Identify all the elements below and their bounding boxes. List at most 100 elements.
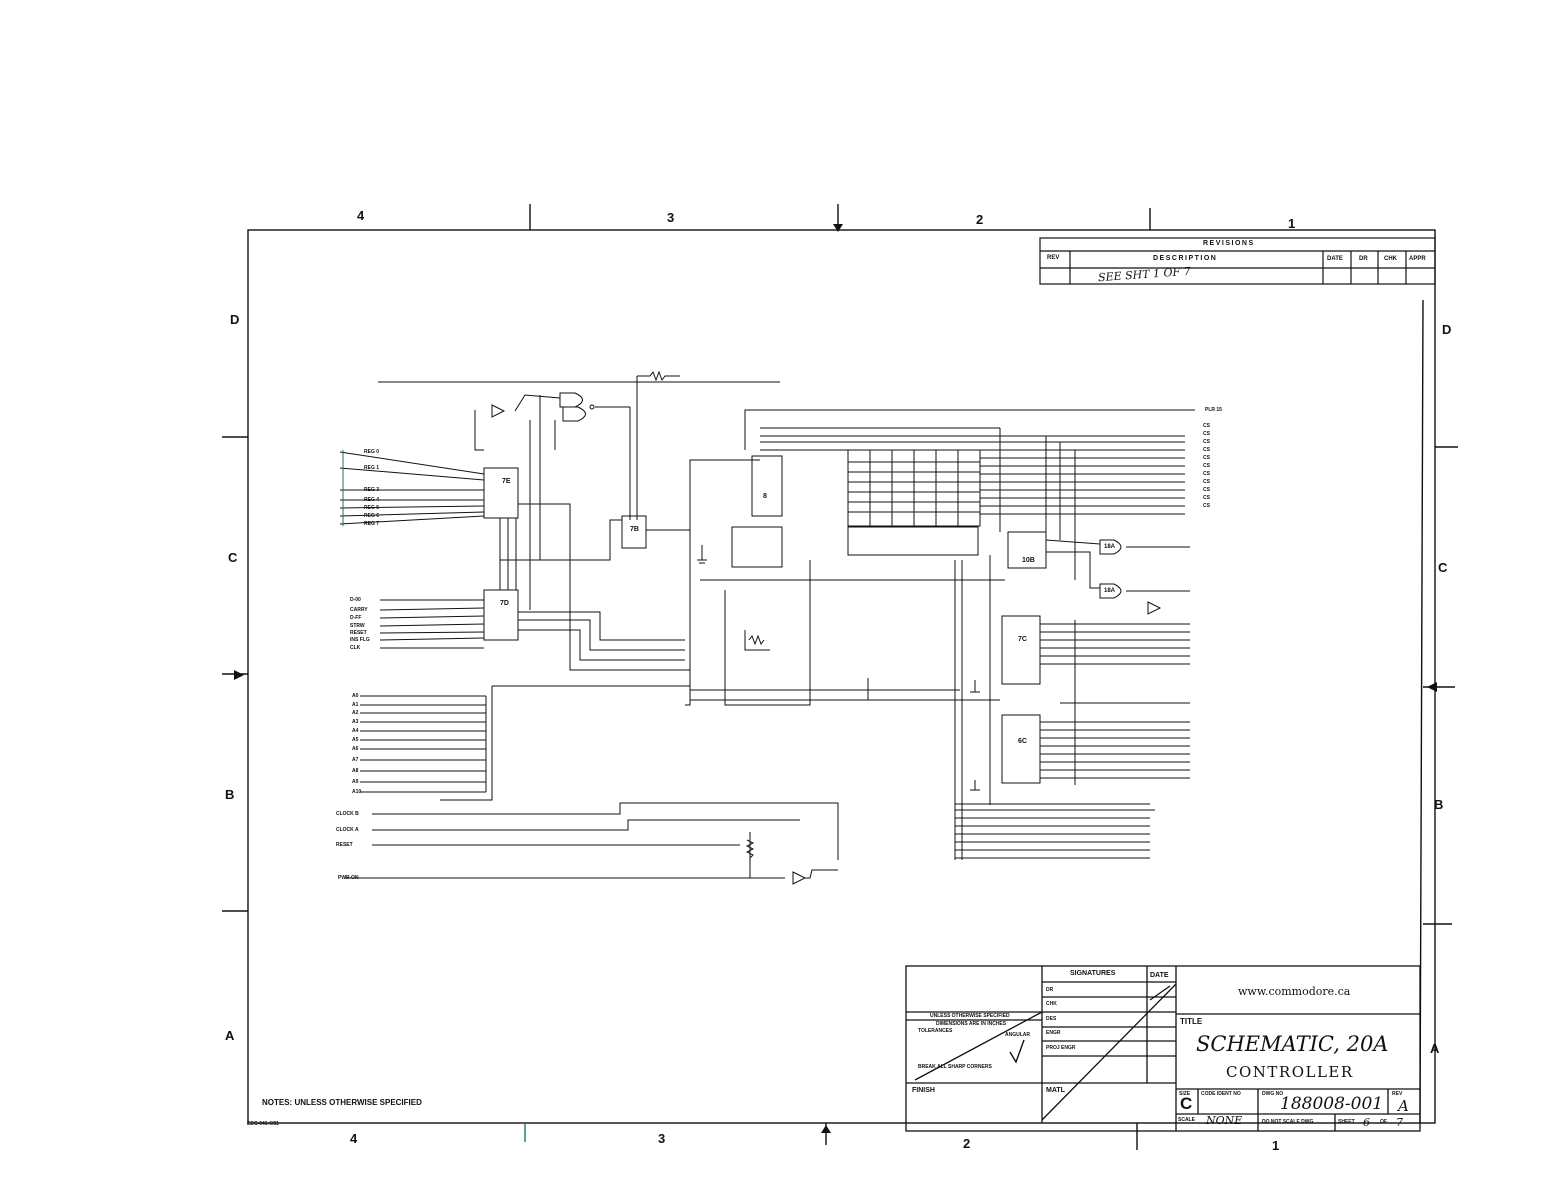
- address-a7: A7: [352, 757, 359, 763]
- notes-text: NOTES: UNLESS OTHERWISE SPECIFIED: [262, 1098, 422, 1107]
- signal-reset: RESET: [350, 630, 367, 636]
- signal-reg-4: REG 4: [364, 497, 380, 503]
- chip-7c: 7C: [1018, 636, 1027, 643]
- output-cs-6: CS: [1203, 463, 1210, 469]
- dwg-no-label: DWG NO: [1262, 1091, 1284, 1097]
- rev-col-chk: CHK: [1384, 256, 1397, 262]
- sheet-total: 7: [1396, 1116, 1403, 1129]
- date-label: DATE: [1150, 972, 1169, 979]
- signal-reg-3: REG 3: [364, 487, 380, 493]
- chip-7b: 7B: [630, 526, 639, 533]
- output-cs-2: CS: [1203, 431, 1210, 437]
- drawing-title-line2: CONTROLLER: [1226, 1063, 1354, 1081]
- sig-row-dr: DR: [1046, 987, 1054, 993]
- rev-label: REV: [1392, 1091, 1403, 1097]
- output-cs-4: CS: [1203, 447, 1210, 453]
- zone-left-c: C: [228, 550, 238, 565]
- zone-left-b: B: [225, 787, 235, 802]
- drawing-title-line1: SCHEMATIC, 20A: [1196, 1032, 1389, 1056]
- rev-col-appr: APPR: [1409, 256, 1426, 262]
- signal-ins-flg: INS FLG: [350, 637, 370, 643]
- signal-reg-1: REG 1: [364, 465, 380, 471]
- signal-strw: STRW: [350, 623, 365, 629]
- of-label: OF: [1380, 1119, 1387, 1125]
- rev-col-date: DATE: [1327, 256, 1343, 262]
- address-a9: A9: [352, 779, 359, 785]
- angular-label: ANGULAR: [1005, 1032, 1030, 1038]
- signal-d-ff: D-FF: [350, 615, 362, 621]
- size-value: C: [1180, 1094, 1193, 1113]
- output-cs-8: CS: [1203, 479, 1210, 485]
- address-a2: A2: [352, 710, 359, 716]
- zone-right-b: B: [1434, 797, 1444, 812]
- zone-right-a: A: [1430, 1041, 1440, 1056]
- sig-row-des: DES: [1046, 1016, 1057, 1022]
- tolerances-label: TOLERANCES: [918, 1028, 953, 1034]
- sheet-label: SHEET: [1338, 1119, 1355, 1125]
- signal-d-00: D-00: [350, 597, 361, 603]
- output-cs-1: CS: [1203, 423, 1210, 429]
- zone-right-d: D: [1442, 322, 1452, 337]
- chip-18a-top: 18A: [1104, 544, 1116, 550]
- zone-left-a: A: [225, 1028, 235, 1043]
- rev-col-dr: DR: [1359, 256, 1368, 262]
- chip-7e: 7E: [502, 478, 511, 485]
- signal-clock-a: CLOCK A: [336, 827, 359, 833]
- chip-6c: 6C: [1018, 738, 1027, 745]
- title-label: TITLE: [1180, 1017, 1203, 1026]
- signal-bottom-reset: RESET: [336, 842, 353, 848]
- output-cs-5: CS: [1203, 455, 1210, 461]
- dimensions-note: DIMENSIONS ARE IN INCHES: [936, 1021, 1007, 1027]
- zone-left-d: D: [230, 312, 240, 327]
- address-a0: A0: [352, 693, 359, 699]
- zone-bottom-3: 3: [658, 1131, 666, 1146]
- sig-row-engr: ENGR: [1046, 1030, 1061, 1036]
- do-not-scale: DO NOT SCALE DWG: [1262, 1119, 1314, 1125]
- signal-clk: CLK: [350, 645, 361, 651]
- watermark-text: www.commodore.ca: [1238, 985, 1351, 998]
- signal-clock-b: CLOCK B: [336, 811, 359, 817]
- zone-top-2: 2: [976, 212, 984, 227]
- signatures-label: SIGNATURES: [1070, 970, 1116, 977]
- address-a8: A8: [352, 768, 359, 774]
- zone-top-4: 4: [357, 208, 365, 223]
- signal-reg-5: REG 5: [364, 505, 380, 511]
- chip-18a-bottom: 18A: [1104, 588, 1116, 594]
- address-a1: A1: [352, 702, 359, 708]
- zone-top-3: 3: [667, 210, 675, 225]
- rev-col-description: DESCRIPTION: [1153, 255, 1218, 262]
- chip-7d: 7D: [500, 600, 509, 607]
- output-plr-15: PLR 15: [1205, 407, 1222, 413]
- address-a4: A4: [352, 728, 359, 734]
- matl-label: MATL: [1046, 1087, 1065, 1094]
- scale-label: SCALE: [1178, 1117, 1195, 1123]
- address-a6: A6: [352, 746, 359, 752]
- zone-right-c: C: [1438, 560, 1448, 575]
- output-cs-3: CS: [1203, 439, 1210, 445]
- rev-value: A: [1398, 1097, 1409, 1115]
- revisions-heading: REVISIONS: [1203, 240, 1255, 247]
- output-cs-11: CS: [1203, 503, 1210, 509]
- signal-pwr-on: PWR ON: [338, 875, 359, 881]
- code-ident-label: CODE IDENT NO: [1201, 1091, 1241, 1097]
- form-number: EDC-041-6/81: [247, 1121, 279, 1127]
- finish-label: FINISH: [912, 1087, 935, 1094]
- sheet-value: 6: [1363, 1116, 1370, 1129]
- sig-row-proj-engr: PROJ ENGR: [1046, 1045, 1076, 1051]
- sig-row-chk: CHK: [1046, 1001, 1057, 1007]
- scale-value: NONE: [1206, 1114, 1243, 1127]
- address-a10: A10: [352, 789, 362, 795]
- output-cs-7: CS: [1203, 471, 1210, 477]
- signal-reg-0: REG 0: [364, 449, 380, 455]
- signal-reg-6: REG 6: [364, 513, 380, 519]
- zone-top-1: 1: [1288, 216, 1296, 231]
- output-cs-9: CS: [1203, 487, 1210, 493]
- zone-bottom-1: 1: [1272, 1138, 1280, 1153]
- unless-otherwise: UNLESS OTHERWISE SPECIFIED: [930, 1013, 1010, 1019]
- signal-carry: CARRY: [350, 607, 368, 613]
- size-label: SIZE: [1179, 1091, 1191, 1097]
- break-edges-note: BREAK ALL SHARP CORNERS: [918, 1064, 992, 1070]
- border-frame: [247, 229, 1436, 1124]
- address-a3: A3: [352, 719, 359, 725]
